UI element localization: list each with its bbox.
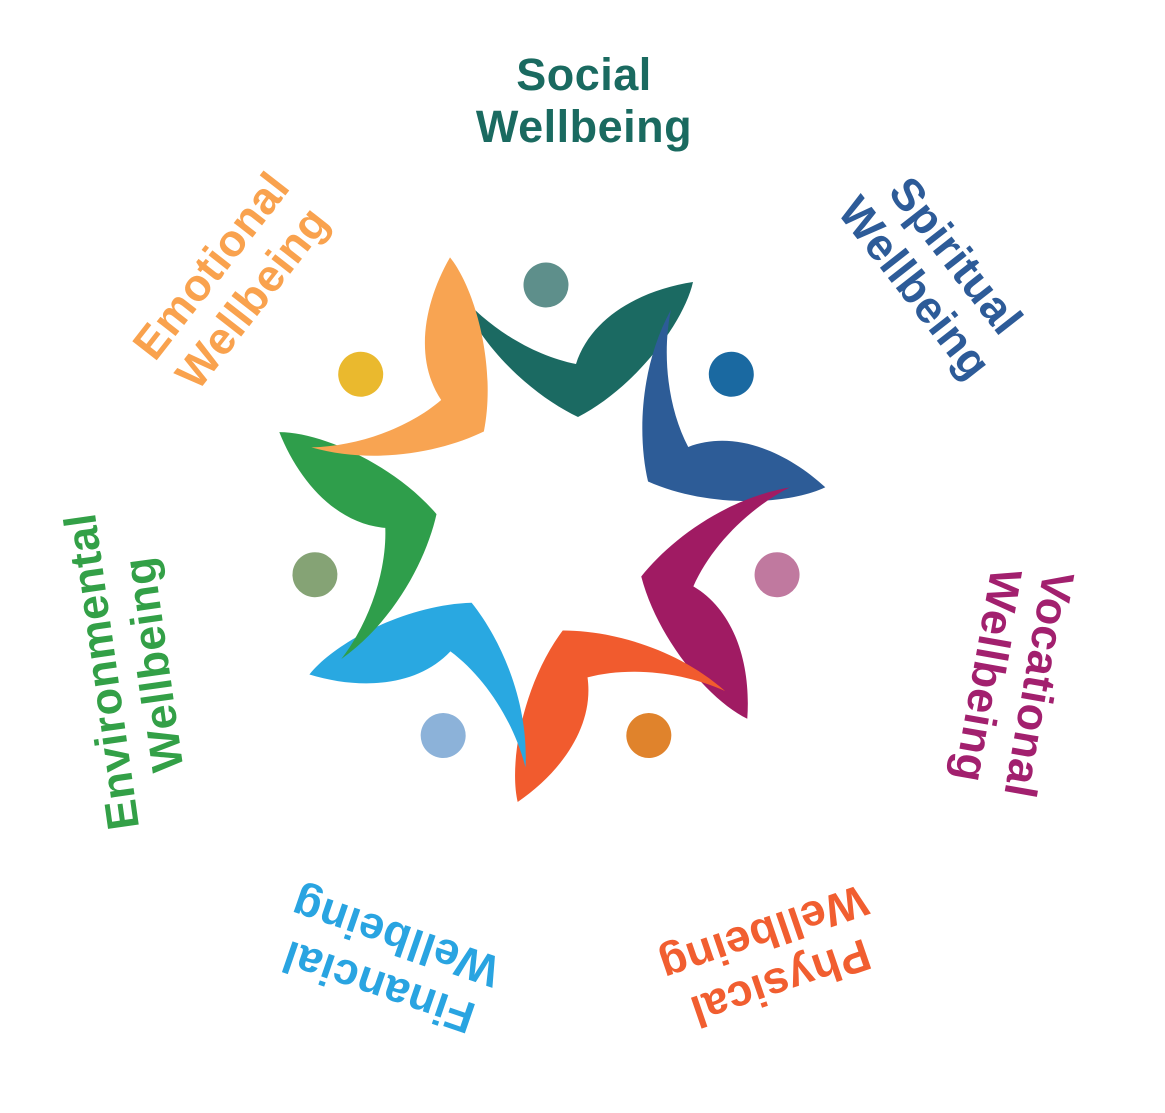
figure-head-vocational bbox=[750, 547, 805, 602]
figure-head-environmental bbox=[287, 547, 342, 602]
figure-head-physical bbox=[618, 705, 679, 766]
figure-head-social bbox=[523, 262, 569, 308]
label-social-wellbeing: Social Wellbeing bbox=[476, 49, 692, 153]
label-line-1: Social bbox=[516, 48, 652, 100]
figure-head-financial bbox=[413, 705, 474, 766]
figure-head-emotional bbox=[329, 342, 393, 406]
label-line-2: Wellbeing bbox=[475, 101, 693, 152]
figure-head-spiritual bbox=[699, 342, 763, 406]
